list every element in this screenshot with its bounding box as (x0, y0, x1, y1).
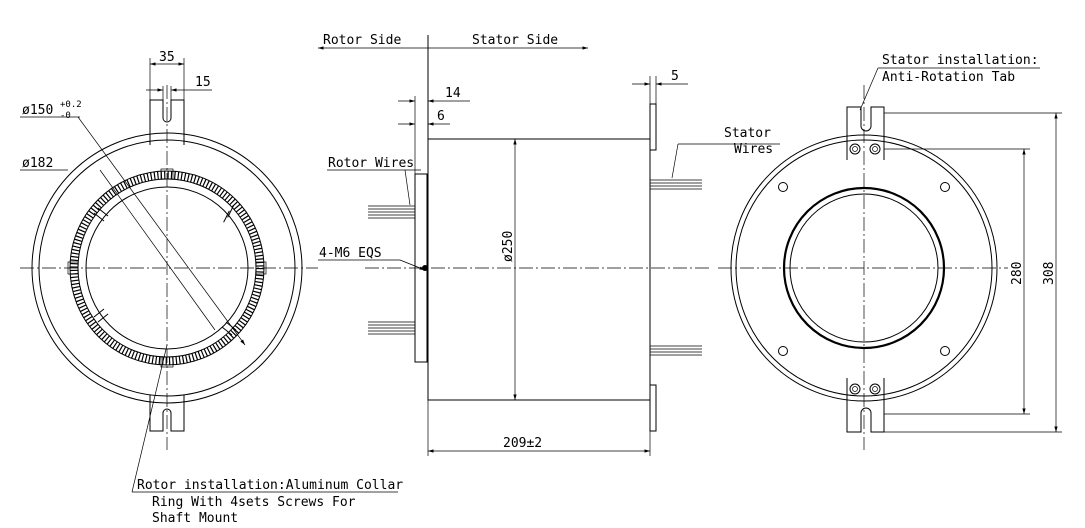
mounting-holes-label: 4-M6 EQS (319, 246, 382, 261)
stator-flange-thk-dim: 5 (671, 69, 679, 84)
tab-span-dim: 308 (1042, 262, 1057, 285)
stator-tab-bottom (649, 384, 657, 432)
rotor-wires-label: Rotor Wires (328, 156, 414, 171)
flange-offset-dim: 14 (445, 86, 461, 101)
stator-install-line2: Anti-Rotation Tab (882, 70, 1015, 85)
top-tab (149, 99, 185, 145)
slot-width-dim: 15 (195, 75, 211, 90)
stator-tab-top (649, 103, 657, 151)
bore-dia-dim: ø150 (22, 103, 53, 118)
stator-side-label: Stator Side (472, 33, 558, 48)
rotor-install-line1: Rotor installation:Aluminum Collar (137, 478, 403, 493)
rotor-wires (368, 205, 415, 335)
mount-hole (778, 346, 788, 356)
flange-thk-dim: 6 (437, 109, 445, 124)
tab-width-dim: 35 (159, 50, 175, 65)
left-end-view: 35 15 ø150 +0.2 -0 ø182 Rotor installati… (20, 50, 403, 526)
rotor-install-line3: Shaft Mount (152, 511, 238, 526)
stator-tab-bottom-view (846, 378, 885, 433)
rotor-install-line2: Ring With 4sets Screws For (152, 495, 356, 510)
rotor-side-label: Rotor Side (323, 33, 401, 48)
body-length-dim: 209±2 (503, 436, 542, 451)
mount-hole (940, 346, 950, 356)
hole-span-dim: 280 (1010, 262, 1025, 285)
bottom-tab (149, 395, 185, 432)
side-view: Rotor Side Stator Side (318, 33, 780, 456)
body-dia-dim: ø250 (501, 231, 516, 262)
bore-tol-upper: +0.2 (60, 100, 82, 110)
stator-wires-label-2: Wires (734, 142, 773, 157)
bore-tol-lower: -0 (60, 111, 71, 121)
mount-hole (940, 182, 950, 192)
stator-wires (650, 179, 702, 356)
mount-hole (778, 182, 788, 192)
slip-ring-body (427, 138, 651, 401)
stator-wires-label-1: Stator (724, 126, 771, 141)
stator-install-line1: Stator installation: (882, 53, 1039, 68)
stator-tab-top-view (846, 106, 885, 160)
rotor-ring-dia-dim: ø182 (22, 156, 53, 171)
right-end-view: Stator installation: Anti-Rotation Tab 2… (718, 53, 1062, 450)
